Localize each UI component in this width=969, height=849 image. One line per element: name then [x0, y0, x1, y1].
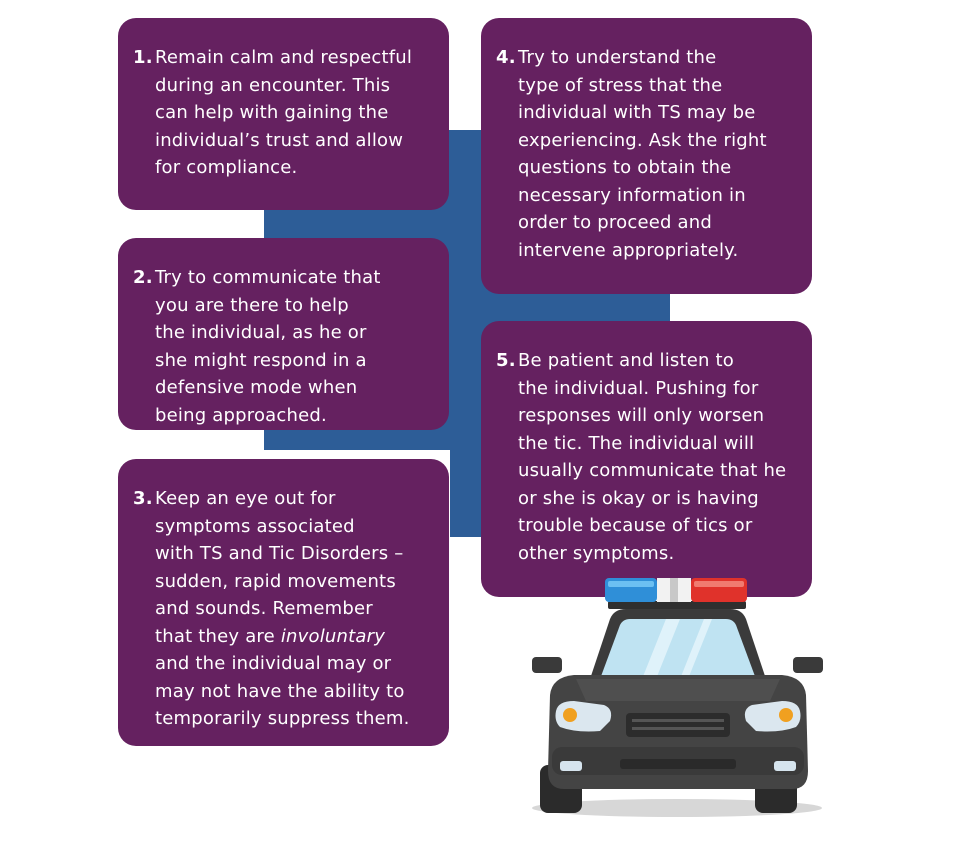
tip-line: the individual, as he or [155, 322, 367, 343]
tip-line: you are there to help [155, 294, 349, 316]
headlight-left-bulb [563, 708, 577, 722]
tip-line: defensive mode when [155, 377, 358, 398]
fog-light-right [774, 761, 796, 771]
windshield-glare [680, 619, 712, 679]
windshield [600, 619, 756, 679]
tip-line: individual with TS may be [518, 102, 756, 123]
tip-line: usually communicate that he [518, 460, 787, 481]
tip-line: symptoms associated [155, 515, 355, 537]
siren-red-highlight [694, 581, 744, 587]
tip-line: for compliance. [155, 157, 298, 178]
tip-line: or she is okay or is having [518, 487, 759, 509]
tip-line: type of stress that the [518, 74, 723, 96]
fog-light-left [560, 761, 582, 771]
tip-line: order to proceed and [518, 212, 713, 233]
mirror-right [793, 657, 823, 673]
police-car-icon [532, 578, 823, 817]
lower-grille [620, 759, 736, 769]
tip-line: she might respond in a [155, 349, 367, 371]
tip-line: and sounds. Remember [155, 598, 373, 619]
mirror-left [532, 657, 562, 673]
tip-number: 5. [496, 350, 516, 371]
tip-card-5: 5.Be patient and listen to the individua… [481, 321, 812, 597]
grille-slat [632, 719, 724, 722]
tip-line: with TS and Tic Disorders – [155, 543, 404, 564]
tip-line: 2.Try to communicate that [133, 264, 435, 292]
tip-line: 1.Remain calm and respectful [133, 44, 435, 72]
light-bar-base [608, 601, 746, 609]
headlight-right-bulb [779, 708, 793, 722]
tip-card-2: 2.Try to communicate that you are there … [118, 238, 449, 430]
grille [626, 713, 730, 737]
tip-line: responses will only worsen [518, 405, 765, 426]
car-shadow [532, 799, 822, 817]
tip-number: 1. [133, 47, 153, 68]
tip-line: may not have the ability to [155, 680, 405, 702]
tip-line: being approached. [155, 404, 327, 426]
tip-line: 3.Keep an eye out for [133, 485, 435, 513]
tip-card-1: 1.Remain calm and respectful during an e… [118, 18, 449, 210]
tip-number: 4. [496, 47, 516, 68]
tip-line: other symptoms. [518, 542, 675, 564]
tip-line: and the individual may or [155, 653, 392, 674]
emphasis-text: involuntary [280, 625, 386, 647]
tip-line: intervene appropriately. [518, 239, 739, 261]
tip-line: trouble because of tics or [518, 515, 753, 536]
hood [576, 679, 780, 701]
tip-line: that they are involuntary [155, 625, 386, 647]
tip-card-3: 3.Keep an eye out for symptoms associate… [118, 459, 449, 746]
tip-line: the individual. Pushing for [518, 377, 759, 399]
tip-card-4: 4.Try to understand the type of stress t… [481, 18, 812, 294]
tip-number: 2. [133, 267, 153, 288]
tip-line: temporarily suppress them. [155, 708, 410, 729]
tip-line: during an encounter. This [155, 74, 391, 96]
grille-slat [632, 727, 724, 730]
tip-number: 3. [133, 488, 153, 509]
siren-white-stripe [670, 578, 678, 602]
windshield-glare [642, 619, 680, 679]
siren-blue-highlight [608, 581, 654, 587]
tip-line: 4.Try to understand the [496, 44, 798, 72]
tip-line: sudden, rapid movements [155, 570, 396, 592]
tip-line: the tic. The individual will [518, 432, 755, 454]
tip-line: necessary information in [518, 184, 746, 206]
tip-line: 5.Be patient and listen to [496, 347, 798, 375]
tip-line: individual’s trust and allow [155, 129, 404, 151]
tip-line: can help with gaining the [155, 102, 389, 123]
tip-line: questions to obtain the [518, 157, 732, 178]
tip-line: experiencing. Ask the right [518, 129, 767, 151]
